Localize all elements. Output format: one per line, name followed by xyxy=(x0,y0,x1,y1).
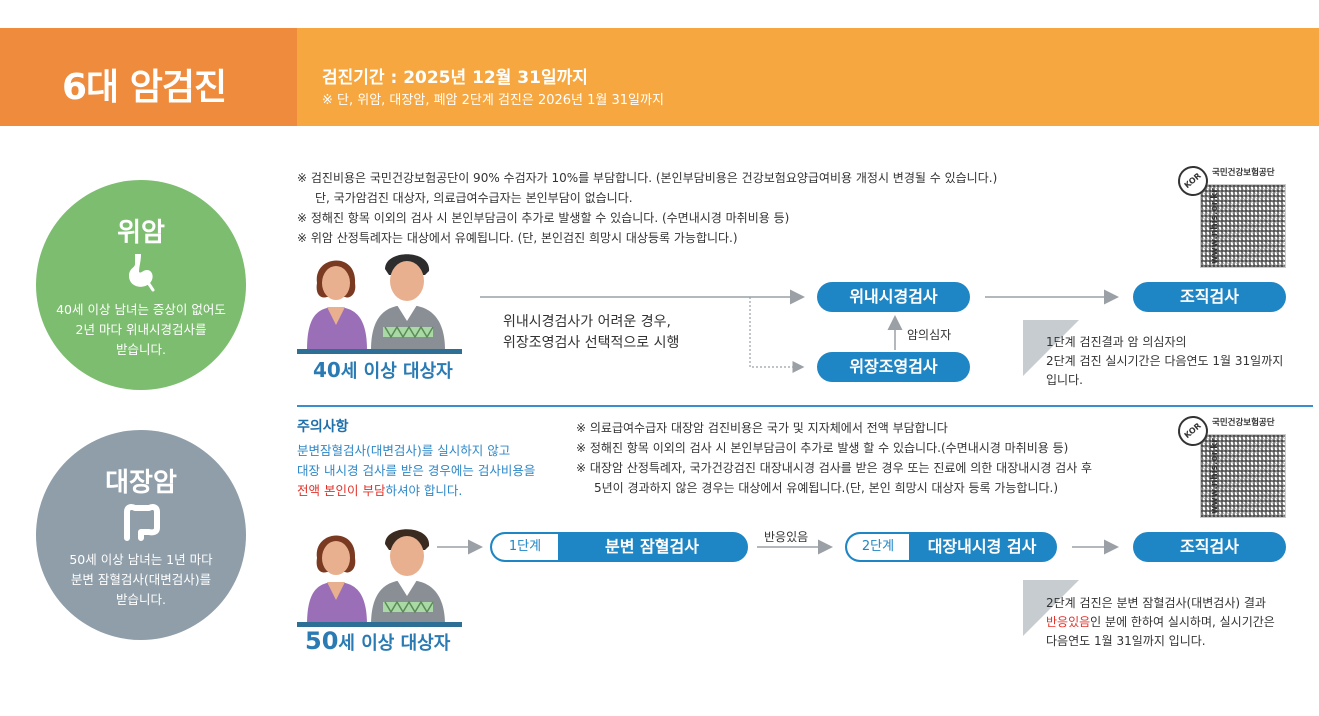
step-endoscopy: 위내시경검사 xyxy=(817,282,970,312)
step-colonoscopy: 2단계 대장내시경 검사 xyxy=(845,532,1057,562)
stomach-cancer-circle: 위암 40세 이상 남녀는 증상이 없어도 2년 마다 위내시경검사를 받습니다… xyxy=(36,180,246,390)
reaction-label: 반응있음 xyxy=(764,530,809,544)
stomach-info: 1단계 검진결과 암 의심자의 2단계 검진 실시기간은 다음연도 1월 31일… xyxy=(1046,335,1284,387)
colon-notes: ※ 의료급여수급자 대장암 검진비용은 국가 및 지자체에서 전액 부담합니다 … xyxy=(576,421,1093,495)
caution-text: 분변잠혈검사(대변검사)를 실시하지 않고 대장 내시경 검사를 받은 경우에는… xyxy=(297,443,536,498)
caution-title: 주의사항 xyxy=(297,419,349,435)
stomach-cancer-title: 위암 xyxy=(117,218,165,248)
target-base-bar xyxy=(297,349,462,354)
stomach-icon xyxy=(121,252,161,296)
stomach-notes: ※ 검진비용은 국민건강보험공단이 90% 수검자가 10%를 부담합니다. (… xyxy=(297,171,998,245)
stage-1-label: 1단계 xyxy=(492,534,558,560)
exam-period-note: ※ 단, 위암, 대장암, 폐암 2단계 검진은 2026년 1월 31일까지 xyxy=(322,93,664,108)
qr-agency: 국민건강보험공단 xyxy=(1212,168,1275,178)
page-title: 6대 암검진 xyxy=(62,67,227,108)
qr-code-stomach[interactable]: KOR 국민건강보험공단 www.nhis.or.kr xyxy=(1171,159,1286,268)
info-corner-triangle xyxy=(1023,320,1079,376)
qr-agency: 국민건강보험공단 xyxy=(1212,418,1275,428)
qr-code-icon xyxy=(1200,434,1286,518)
colon-target-label: 50세 이상 대상자 xyxy=(305,627,451,655)
fobt-label: 분변 잠혈검사 xyxy=(605,537,699,556)
stomach-cancer-desc: 40세 이상 남녀는 증상이 없어도 2년 마다 위내시경검사를 받습니다. xyxy=(56,302,226,357)
colon-info: 2단계 검진은 분변 잠혈검사(대변검사) 결과 반응있음인 분에 한하여 실시… xyxy=(1046,596,1275,648)
stomach-target-label: 40세 이상 대상자 xyxy=(313,358,453,382)
step-fecal-occult-blood-test: 1단계 분변 잠혈검사 xyxy=(490,532,748,562)
colon-cancer-desc: 50세 이상 남녀는 1년 마다 분변 잠혈검사(대변검사)를 받습니다. xyxy=(69,552,213,607)
exam-period: 검진기간 : 2025년 12월 31일까지 xyxy=(322,68,588,88)
ugi-alternative-note: 위내시경검사가 어려운 경우, 위장조영검사 선택적으로 시행 xyxy=(503,314,680,351)
step-biopsy-colon: 조직검사 xyxy=(1133,532,1286,562)
step-biopsy-stomach: 조직검사 xyxy=(1133,282,1286,312)
step-upper-gi-series: 위장조영검사 xyxy=(817,352,970,382)
colonoscopy-label: 대장내시경 검사 xyxy=(927,537,1037,556)
colon-cancer-circle: 대장암 50세 이상 남녀는 1년 마다 분변 잠혈검사(대변검사)를 받습니다… xyxy=(36,430,246,640)
suspect-label: 암의심자 xyxy=(907,328,952,342)
qr-code-colon[interactable]: KOR 국민건강보험공단 www.nhis.or.kr xyxy=(1171,409,1286,518)
target-base-bar xyxy=(297,622,462,627)
people-illustration-50 xyxy=(305,520,463,625)
colon-icon xyxy=(121,502,163,546)
colon-cancer-title: 대장암 xyxy=(105,468,177,498)
header-right-band xyxy=(297,28,1319,126)
section-divider xyxy=(297,405,1313,407)
qr-code-icon xyxy=(1200,184,1286,268)
header-left-band xyxy=(0,28,297,126)
stage-2-label: 2단계 xyxy=(847,534,909,560)
info-corner-triangle xyxy=(1023,580,1079,636)
people-illustration-40 xyxy=(305,245,463,350)
